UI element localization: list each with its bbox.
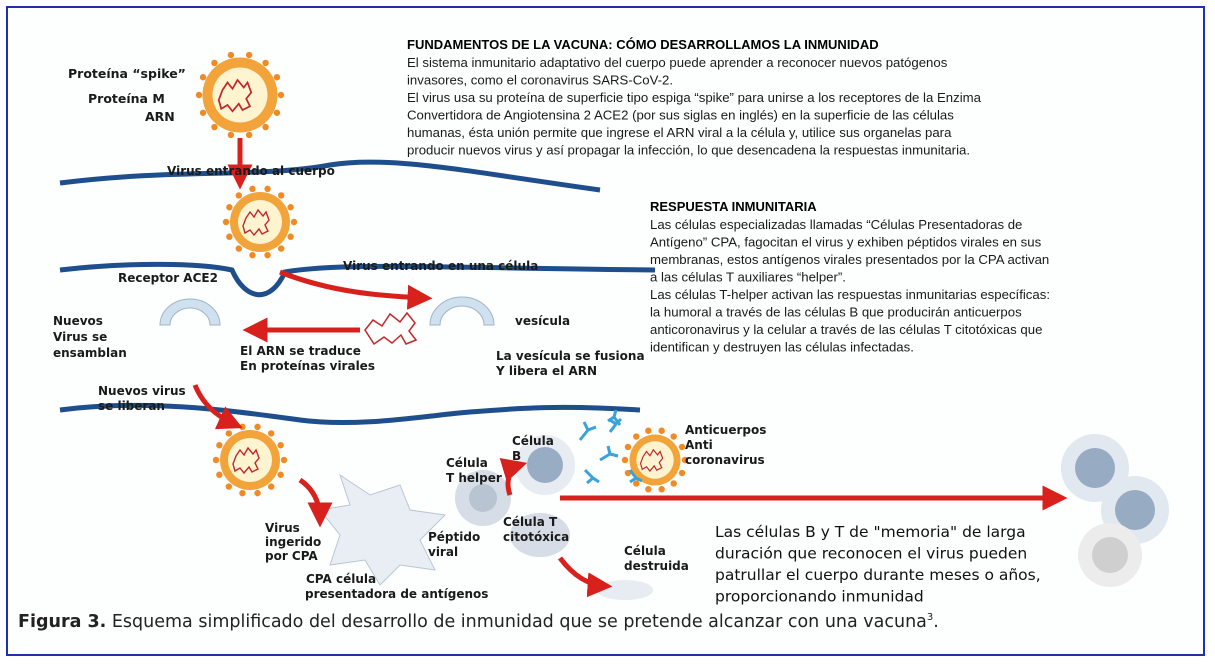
arrows xyxy=(192,138,1068,598)
section2-line: Las células T-helper activan las respues… xyxy=(650,287,1050,302)
label-vesicle-fuses: Y libera el ARN xyxy=(495,364,597,378)
memory-line: patrullar el cuerpo durante meses o años… xyxy=(715,566,1041,584)
label-t-cyto: Célula T xyxy=(503,515,558,529)
memory-line: proporcionando inmunidad xyxy=(715,588,924,606)
label-new-virus: Virus se xyxy=(53,330,107,344)
section2-line: Antígeno” CPA, fagocitan el virus y exhi… xyxy=(650,235,1042,250)
new-virus-vesicle xyxy=(159,298,221,326)
section1-line: El sistema inmunitario adaptativo del cu… xyxy=(407,55,948,70)
label-new-virus-released: Nuevos virus xyxy=(98,384,186,398)
section1-line: Convertidora de Angiotensina 2 ACE2 (por… xyxy=(407,108,954,123)
section2-line: a las células T auxiliares “helper”. xyxy=(650,270,846,285)
label-virus-ingested: por CPA xyxy=(265,549,318,563)
label-peptide: viral xyxy=(428,545,458,559)
destroyed-cell xyxy=(597,580,653,600)
caption-sup: 3 xyxy=(926,612,934,624)
label-virus-entering-cell: Virus entrando en una célula xyxy=(343,259,538,273)
label-antibodies: Anticuerpos xyxy=(685,423,766,437)
section2-title: RESPUESTA INMUNITARIA xyxy=(650,199,817,214)
section2-line: anticoronavirus y la celular a través de… xyxy=(650,322,1042,337)
section2-line: identifican y destruyen las células infe… xyxy=(650,340,914,355)
label-spike: Proteína “spike” xyxy=(68,66,186,81)
label-new-virus-released: se liberan xyxy=(98,399,165,413)
label-arn-translated: El ARN se traduce xyxy=(240,344,361,358)
label-virus-entering-body: Virus entrando al cuerpo xyxy=(167,164,335,178)
label-b-cell: B xyxy=(512,449,521,463)
virus-released xyxy=(219,429,281,491)
section2-line: la humoral a través de las células B que… xyxy=(650,305,1022,320)
label-arn: ARN xyxy=(145,109,175,124)
section1-line: humanas, ésta unión permite que ingrese … xyxy=(407,125,952,140)
label-new-virus: Nuevos xyxy=(53,314,103,328)
antibody-cluster xyxy=(578,409,643,485)
virus-entering xyxy=(229,191,291,253)
label-protein-m: Proteína M xyxy=(88,91,165,106)
label-destroyed: Célula xyxy=(624,544,666,558)
memory-cells xyxy=(1061,434,1169,587)
section2-line: membranas, estos antígenos virales prese… xyxy=(650,252,1049,267)
virus-top xyxy=(201,56,279,134)
label-b-cell: Célula xyxy=(512,434,554,448)
caption-figure: Figura 3. xyxy=(18,612,107,632)
label-receptor: Receptor ACE2 xyxy=(118,271,218,285)
body-membrane xyxy=(59,159,601,193)
caption-text: Esquema simplificado del desarrollo de i… xyxy=(106,612,927,632)
label-virus-ingested: Virus xyxy=(265,521,300,535)
memory-line: duración que reconocen el virus pueden xyxy=(715,545,1027,563)
section1-line: producir nuevos virus y así propagar la … xyxy=(407,143,970,158)
caption-end: . xyxy=(933,612,939,632)
section1-line: El virus usa su proteína de superficie t… xyxy=(407,90,982,105)
label-t-helper: Célula xyxy=(446,456,488,470)
cell-membrane xyxy=(59,261,656,298)
label-arn-translated: En proteínas virales xyxy=(240,359,375,373)
label-t-cyto: citotóxica xyxy=(503,530,569,544)
figure-caption: Figura 3. Esquema simplificado del desar… xyxy=(18,612,939,632)
label-cpa-cell: presentadora de antígenos xyxy=(305,587,488,601)
cpa-cell xyxy=(319,473,447,586)
section1-title: FUNDAMENTOS DE LA VACUNA: CÓMO DESARROLL… xyxy=(407,37,879,52)
rna-strand xyxy=(364,311,418,346)
section2-line: Las células especializadas llamadas “Cél… xyxy=(650,217,1022,232)
label-peptide: Péptido xyxy=(428,530,480,544)
label-cpa-cell: CPA célula xyxy=(306,572,376,586)
label-new-virus: ensamblan xyxy=(53,346,127,360)
section1-line: invasores, como el coronavirus SARS-CoV-… xyxy=(407,73,673,88)
t-cyto-cell xyxy=(510,513,570,557)
label-virus-ingested: ingerido xyxy=(265,535,321,549)
spike-layer xyxy=(195,51,689,497)
label-vesicle-fuses: La vesícula se fusiona xyxy=(496,349,645,363)
label-t-helper: T helper xyxy=(446,471,502,485)
label-antibodies: coronavirus xyxy=(685,453,765,467)
label-vesicle: vesícula xyxy=(515,314,570,328)
label-destroyed: destruida xyxy=(624,559,689,573)
release-membrane xyxy=(59,402,641,426)
label-antibodies: Anti xyxy=(685,438,713,452)
vesicle xyxy=(429,296,495,326)
memory-line: Las células B y T de "memoria" de larga xyxy=(715,523,1026,541)
